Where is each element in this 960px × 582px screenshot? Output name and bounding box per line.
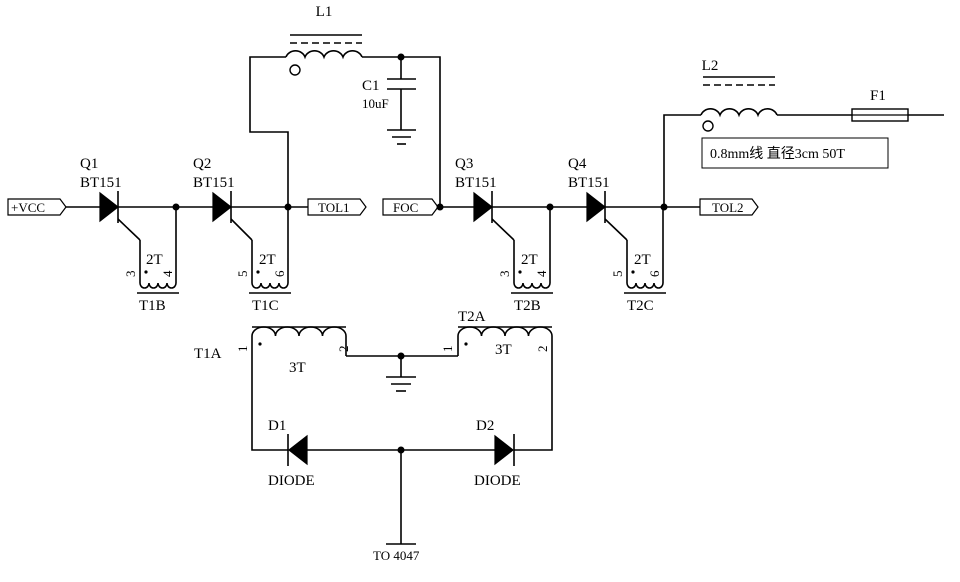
t2a-label: T2A <box>458 309 486 325</box>
tol2-label: TOL2 <box>712 200 744 215</box>
foc-label: FOC <box>393 200 418 215</box>
port-vcc: +VCC <box>7 198 67 216</box>
q3-type: BT151 <box>455 175 497 191</box>
q1-type: BT151 <box>80 175 122 191</box>
t2b-pin4: 4 <box>534 270 549 277</box>
f1-label: F1 <box>870 88 886 104</box>
junction-foc <box>436 203 444 211</box>
transformer-t1a: T1A 1 2 3T <box>194 326 351 376</box>
t2c-label: T2C <box>627 298 654 314</box>
t1a-label: T1A <box>194 346 222 362</box>
inductor-l2: L2 <box>700 58 778 132</box>
capacitor-c1: C1 10uF <box>362 57 416 145</box>
d2-type: DIODE <box>474 473 521 489</box>
d1-label: D1 <box>268 418 286 434</box>
tol1-label: TOL1 <box>318 200 350 215</box>
d1-type: DIODE <box>268 473 315 489</box>
scr-q1: Q1 BT151 <box>80 156 141 241</box>
wire-t1a-d1 <box>251 356 288 451</box>
to4047-label: TO 4047 <box>373 548 420 563</box>
t1c-pin6: 6 <box>272 270 287 277</box>
t1a-pin1: 1 <box>235 346 250 353</box>
wire-l1-left <box>249 56 289 207</box>
t2a-pin1: 1 <box>440 346 455 353</box>
inductor-l1: L1 <box>285 4 363 76</box>
transformer-t2b: 2T 3 4 T2B <box>497 207 553 314</box>
t2b-pin3: 3 <box>497 271 512 278</box>
port-tol2: TOL2 <box>699 198 759 216</box>
wire-l1-right <box>362 56 441 207</box>
l2-note: 0.8mm线 直径3cm 50T <box>710 145 845 162</box>
t1c-turns: 2T <box>259 252 276 268</box>
scr-q3: Q3 BT151 <box>455 156 515 241</box>
transformer-t2c: 2T 5 6 T2C <box>610 207 666 314</box>
scr-q4: Q4 BT151 <box>568 156 628 241</box>
c1-label: C1 <box>362 78 380 94</box>
t1c-label: T1C <box>252 298 279 314</box>
l1-label: L1 <box>316 4 333 20</box>
t1b-turns: 2T <box>146 252 163 268</box>
t2b-turns: 2T <box>521 252 538 268</box>
transformer-t1c: 2T 5 6 T1C <box>235 207 291 314</box>
diode-d2: D2 DIODE <box>474 418 521 489</box>
d2-label: D2 <box>476 418 494 434</box>
t2a-turns: 3T <box>495 342 512 358</box>
l2-label: L2 <box>702 58 719 74</box>
diode-d1: D1 DIODE <box>268 418 315 489</box>
port-tol1: TOL1 <box>307 198 367 216</box>
t2c-pin6: 6 <box>647 270 662 277</box>
q4-type: BT151 <box>568 175 610 191</box>
q1-label: Q1 <box>80 156 98 172</box>
ground-center <box>386 356 416 392</box>
q2-type: BT151 <box>193 175 235 191</box>
t2b-label: T2B <box>514 298 541 314</box>
t1a-pin2: 2 <box>336 346 351 353</box>
transformer-t2a: T2A 1 2 3T <box>440 309 553 358</box>
t2c-pin5: 5 <box>610 271 625 278</box>
q2-label: Q2 <box>193 156 211 172</box>
transformer-t1b: 2T 3 4 T1B <box>123 207 179 314</box>
t1b-label: T1B <box>139 298 166 314</box>
vcc-label: +VCC <box>11 200 45 215</box>
l2-note-box: 0.8mm线 直径3cm 50T <box>701 137 889 169</box>
t1b-pin4: 4 <box>160 270 175 277</box>
port-foc: FOC <box>382 198 439 216</box>
junction-q4 <box>660 203 668 211</box>
t2c-turns: 2T <box>634 252 651 268</box>
wire-l2-left <box>663 114 701 207</box>
t1c-pin5: 5 <box>235 271 250 278</box>
t1a-turns: 3T <box>289 360 306 376</box>
q3-label: Q3 <box>455 156 473 172</box>
t1b-pin3: 3 <box>123 271 138 278</box>
q4-label: Q4 <box>568 156 587 172</box>
t2a-pin2: 2 <box>535 346 550 353</box>
wire-t2a-d2 <box>514 356 553 451</box>
c1-value: 10uF <box>362 96 389 111</box>
scr-q2: Q2 BT151 <box>193 156 253 241</box>
fuse-f1: F1 <box>851 88 909 122</box>
